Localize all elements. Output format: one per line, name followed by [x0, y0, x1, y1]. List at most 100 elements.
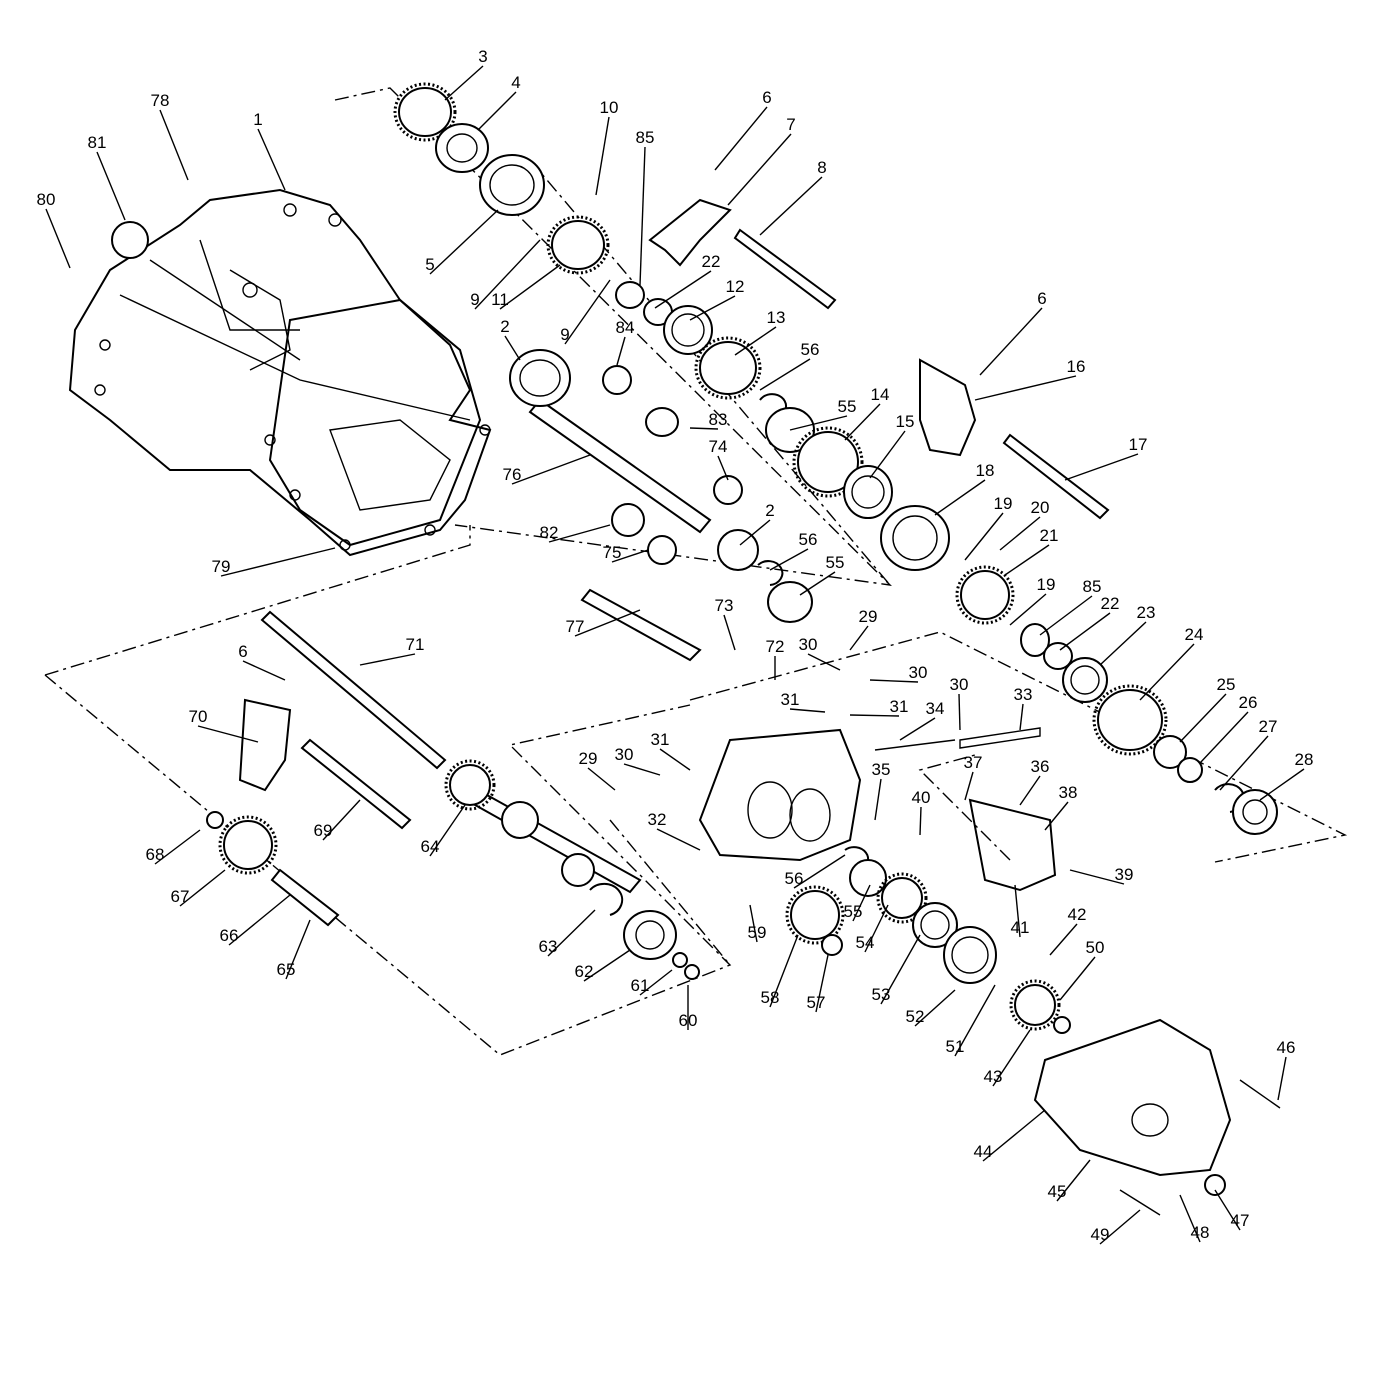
callout-leader [444, 65, 484, 101]
callout-leader [1179, 693, 1227, 743]
callout-leader [934, 479, 986, 516]
callout-leader [359, 653, 416, 666]
callout-leader [242, 660, 286, 681]
callout-number: 72 [766, 637, 785, 656]
callout-number: 23 [1137, 603, 1156, 622]
callout-leader [96, 151, 126, 221]
callout-leader [1277, 1056, 1287, 1101]
callout-number: 7 [786, 115, 795, 134]
callout-number: 48 [1191, 1223, 1210, 1242]
callout-leader [511, 454, 591, 485]
callout-leader [1059, 612, 1111, 651]
callout-number: 42 [1068, 905, 1087, 924]
callout-leader [999, 516, 1041, 551]
callout-number: 30 [615, 745, 634, 764]
callout-leader [477, 91, 517, 131]
callout-number: 18 [976, 461, 995, 480]
callout-number: 56 [785, 869, 804, 888]
callout-number: 75 [603, 543, 622, 562]
callout-number: 31 [651, 730, 670, 749]
callout-leader [548, 524, 611, 543]
callout-number: 62 [575, 962, 594, 981]
callout-leader [979, 307, 1043, 376]
callout-leader [228, 894, 291, 946]
callout-number: 11 [491, 290, 509, 309]
callout-leader [789, 415, 848, 431]
callout-leader [322, 799, 361, 841]
callout-number: 51 [946, 1037, 965, 1056]
callout-number: 38 [1059, 783, 1078, 802]
callout-leader [45, 208, 71, 269]
callout-leader [257, 128, 286, 191]
callout-number: 31 [781, 690, 800, 709]
callout-number: 71 [406, 635, 425, 654]
callout-number: 85 [636, 128, 655, 147]
callout-leader [564, 279, 611, 345]
callout-number: 58 [761, 988, 780, 1007]
callout-number: 5 [425, 255, 434, 274]
callout-number: 1 [253, 110, 262, 129]
callout-number: 68 [146, 845, 165, 864]
callout-number: 9 [470, 290, 479, 309]
callout-leader [739, 519, 771, 546]
callout-number: 14 [871, 385, 890, 404]
callout-number: 64 [421, 837, 440, 856]
callout-number: 76 [503, 465, 522, 484]
callout-leader [844, 403, 881, 441]
callout-leader [1199, 711, 1249, 764]
callout-number: 73 [715, 596, 734, 615]
callout-number: 80 [37, 190, 56, 209]
callout-leader [964, 771, 974, 801]
callout-leader [285, 919, 311, 980]
callout-leader [723, 614, 736, 651]
callout-number: 34 [926, 699, 945, 718]
callout-number: 82 [540, 523, 559, 542]
callout-number: 10 [600, 98, 619, 117]
callout-leader [864, 904, 889, 953]
callout-number: 59 [748, 923, 767, 942]
callout-leader [1064, 453, 1139, 481]
callout-number: 74 [709, 437, 728, 456]
callout-leader [639, 969, 673, 996]
callout-leader [499, 264, 561, 310]
callout-number: 29 [579, 749, 598, 768]
callout-leader [623, 763, 661, 776]
callout-number: 30 [950, 675, 969, 694]
callout-leader [914, 989, 956, 1027]
callouts: 1223456667899101112131415161718191920212… [37, 47, 1314, 1245]
callout-leader [159, 109, 189, 181]
callout-leader [1059, 956, 1096, 1001]
callout-leader [1044, 801, 1069, 831]
callout-leader [1039, 595, 1093, 636]
callout-number: 21 [1040, 526, 1059, 545]
callout-number: 41 [1011, 918, 1030, 937]
callout-leader [880, 934, 921, 1005]
callout-number: 57 [807, 993, 826, 1012]
callout-number: 69 [314, 821, 333, 840]
callout-leader [179, 869, 226, 907]
callout-number: 47 [1231, 1211, 1250, 1230]
callout-number: 27 [1259, 717, 1278, 736]
callout-leader [1139, 643, 1195, 701]
callout-leader [954, 984, 996, 1057]
callout-number: 16 [1067, 357, 1086, 376]
callout-leader [759, 358, 811, 391]
callout-number: 2 [765, 501, 774, 520]
callout-number: 6 [762, 88, 771, 107]
callout-number: 12 [726, 277, 745, 296]
callout-leader [474, 239, 541, 310]
callout-leader [220, 547, 336, 577]
callout-number: 4 [511, 73, 520, 92]
callout-leader [583, 949, 631, 982]
callout-leader [789, 708, 826, 713]
callout-number: 24 [1185, 625, 1204, 644]
callout-number: 29 [859, 607, 878, 626]
callout-number: 43 [984, 1067, 1003, 1086]
callout-number: 54 [856, 933, 875, 952]
callout-leader [849, 625, 869, 651]
transmission-case [68, 188, 492, 557]
callout-number: 30 [909, 663, 928, 682]
callout-leader [734, 326, 777, 356]
callout-number: 28 [1295, 750, 1314, 769]
callout-leader [1056, 1159, 1091, 1202]
